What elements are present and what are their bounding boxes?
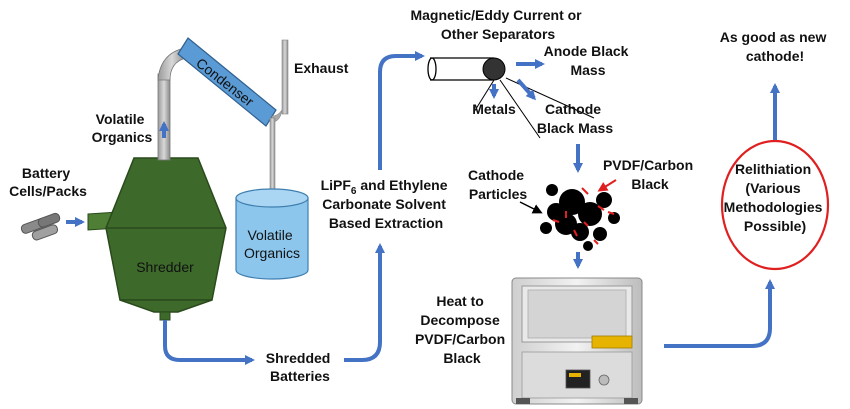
- arrow-extraction-to-separators: [378, 51, 425, 170]
- shredder-unit: [87, 157, 227, 321]
- anode-black-mass-label: Anode Black Mass: [544, 43, 633, 78]
- battery-cells-icon: [20, 212, 61, 241]
- separators-label: Magnetic/Eddy Current or Other Separator…: [410, 7, 585, 42]
- magnetic-separator-icon: [427, 57, 595, 139]
- arrow-shredded-to-extraction: [344, 243, 385, 362]
- battery-cells-label: Battery Cells/Packs: [9, 165, 87, 199]
- cathode-particles-cluster: [540, 184, 620, 251]
- arrow-furnace-to-relithiation: [664, 279, 775, 348]
- pointer-cathode-particles: [519, 201, 543, 214]
- relithiation-circle: [720, 139, 830, 271]
- cathode-black-mass-label: Cathode Black Mass: [537, 101, 613, 136]
- shredded-batteries-label: Shredded Batteries: [266, 350, 334, 384]
- volatile-organics-tank-label: Volatile Organics: [244, 227, 300, 261]
- goal-label: As good as new cathode!: [720, 29, 830, 64]
- condenser: [177, 37, 277, 127]
- arrow-to-cathode-mass: [516, 78, 536, 101]
- arrow-shredder-to-shredded: [163, 320, 255, 365]
- exhaust-pipe: [269, 39, 289, 193]
- extraction-label: LiPF6 and Ethylene Carbonate Solvent Bas…: [321, 177, 452, 231]
- heat-label: Heat to Decompose PVDF/Carbon Black: [415, 293, 509, 366]
- pvdf-carbon-black-label: PVDF/Carbon Black: [603, 157, 697, 192]
- volatile-organics-arrow-label: Volatile Organics: [92, 111, 153, 145]
- relithiation-label: Relithiation (Various Methodologies Poss…: [724, 161, 827, 234]
- vapor-pipe: [157, 47, 187, 161]
- metals-label: Metals: [472, 101, 516, 117]
- pointer-pvdf: [597, 179, 617, 192]
- volatile-organics-tank: [235, 188, 309, 280]
- shredder-label: Shredder: [136, 259, 194, 275]
- exhaust-label: Exhaust: [294, 60, 349, 76]
- condenser-label: Condenser: [193, 55, 257, 110]
- cathode-particles-label: Cathode Particles: [468, 167, 528, 202]
- furnace-icon: [511, 277, 643, 405]
